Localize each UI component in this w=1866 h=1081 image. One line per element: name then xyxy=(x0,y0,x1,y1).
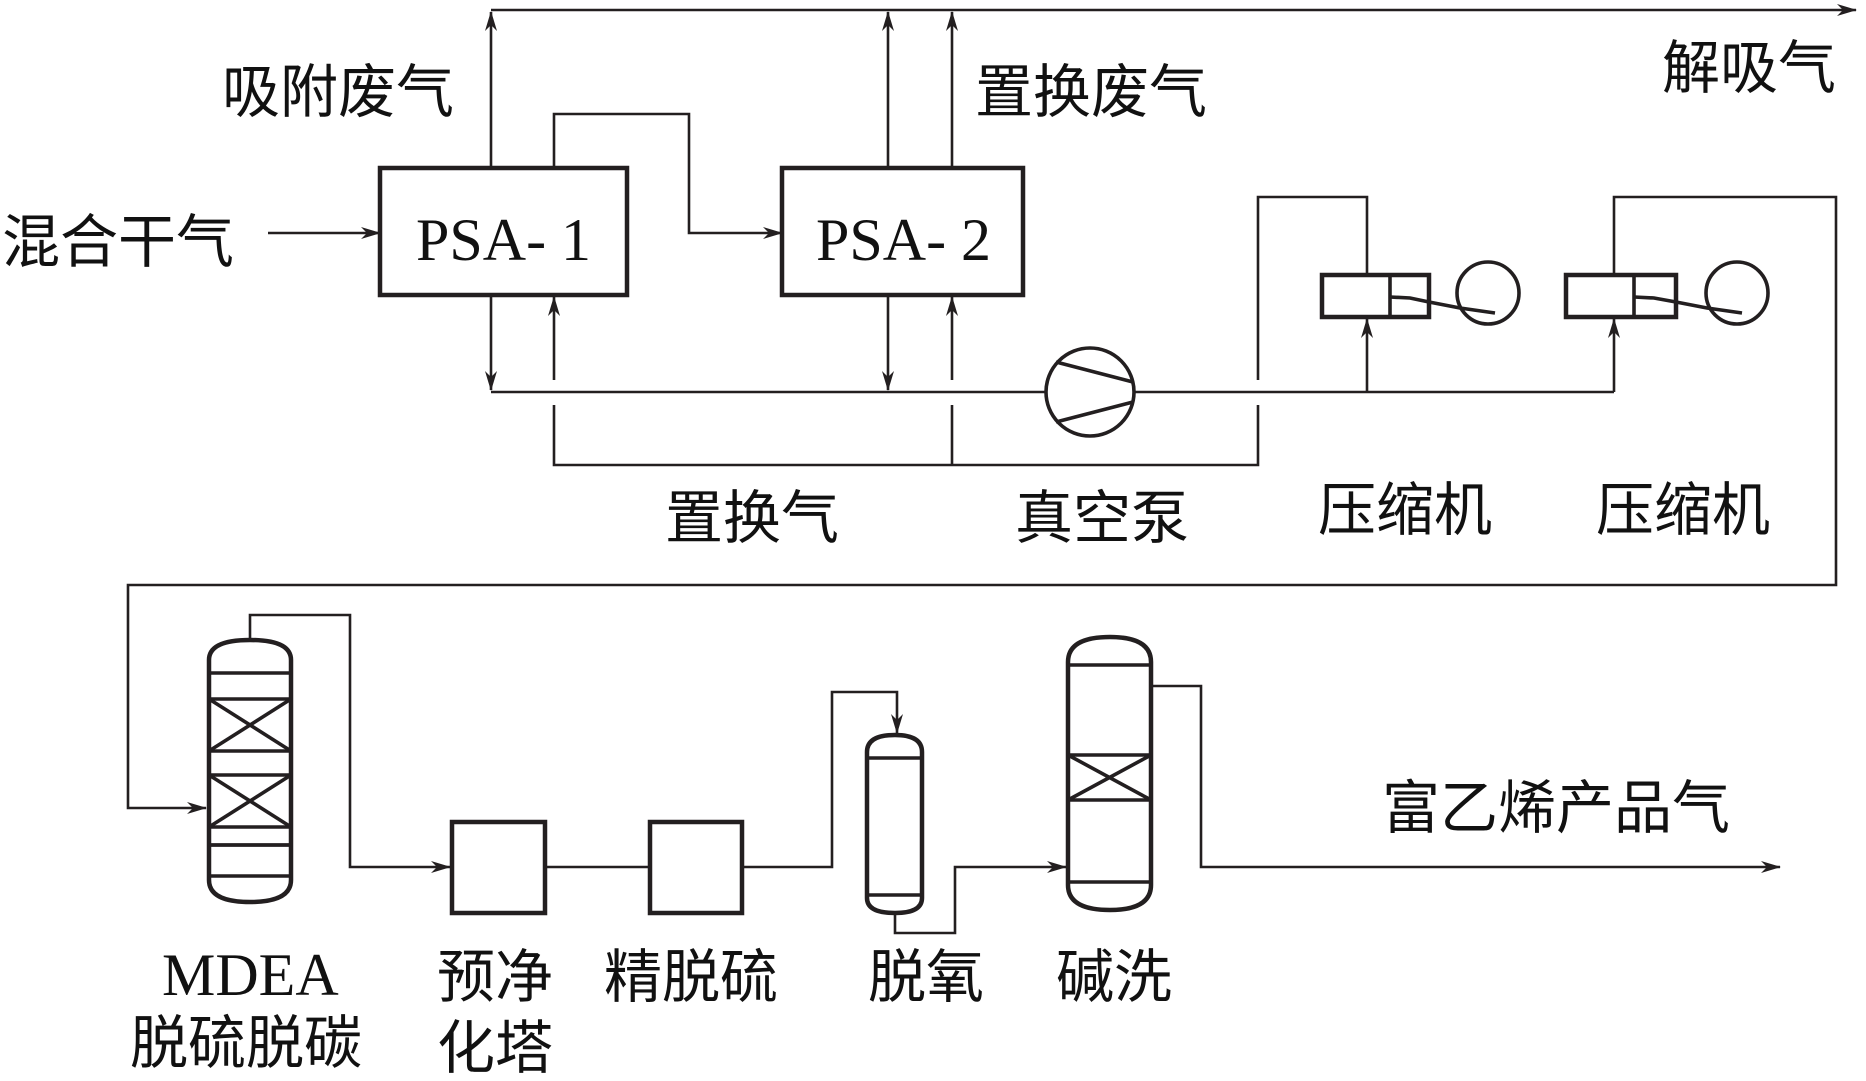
displacement-waste-label: 置换废气 xyxy=(975,58,1207,126)
psa2-label: PSA- 2 xyxy=(816,207,991,273)
compressor-1[interactable] xyxy=(1319,260,1521,326)
desorption-gas-label: 解吸气 xyxy=(1662,34,1836,102)
psa1-label: PSA- 1 xyxy=(416,207,591,273)
adsorption-waste-label: 吸附废气 xyxy=(222,58,454,126)
displacement-gas-return xyxy=(552,405,1260,467)
psa1-to-psa2-line xyxy=(552,112,783,239)
product-label: 富乙烯产品气 xyxy=(1382,774,1730,842)
deoxygenation-vessel[interactable] xyxy=(864,732,925,916)
psa2-unit[interactable] xyxy=(779,165,1026,298)
mdea-label-line1: MDEA xyxy=(162,942,339,1008)
feed-label: 混合干气 xyxy=(2,208,234,276)
product-line xyxy=(1151,684,1781,873)
compressor-2[interactable] xyxy=(1563,260,1770,326)
compressor1-to-displacement xyxy=(1256,195,1369,380)
caustic-wash-column[interactable] xyxy=(1065,634,1154,913)
vacuum-pump-label: 真空泵 xyxy=(1015,484,1189,552)
deoxygenation-label: 脱氧 xyxy=(868,943,984,1011)
vacuum-pump[interactable] xyxy=(1044,346,1136,438)
psa1-unit[interactable] xyxy=(377,165,630,298)
mdea-outlet xyxy=(248,613,451,873)
compressor2-label: 压缩机 xyxy=(1596,476,1770,544)
mdea-column-packing-3 xyxy=(209,843,291,878)
fine-desulfurizer-unit[interactable] xyxy=(647,819,745,916)
prepurifier-unit[interactable] xyxy=(449,819,548,916)
compressor2-discharge xyxy=(126,195,1838,814)
fine-desulfurization-label: 精脱硫 xyxy=(604,943,778,1011)
deoxy-to-caustic xyxy=(893,861,1067,935)
displacement-gas-label: 置换气 xyxy=(665,484,839,552)
compressor1-label: 压缩机 xyxy=(1318,476,1492,544)
prepurifier-label-line1: 预净 xyxy=(437,943,553,1011)
caustic-wash-label: 碱洗 xyxy=(1056,943,1172,1011)
mdea-label-line2: 脱硫脱碳 xyxy=(130,1009,362,1077)
prepurifier-label-line2: 化塔 xyxy=(437,1014,553,1081)
desulf-to-deoxy xyxy=(742,690,903,869)
mdea-column[interactable] xyxy=(206,637,294,905)
